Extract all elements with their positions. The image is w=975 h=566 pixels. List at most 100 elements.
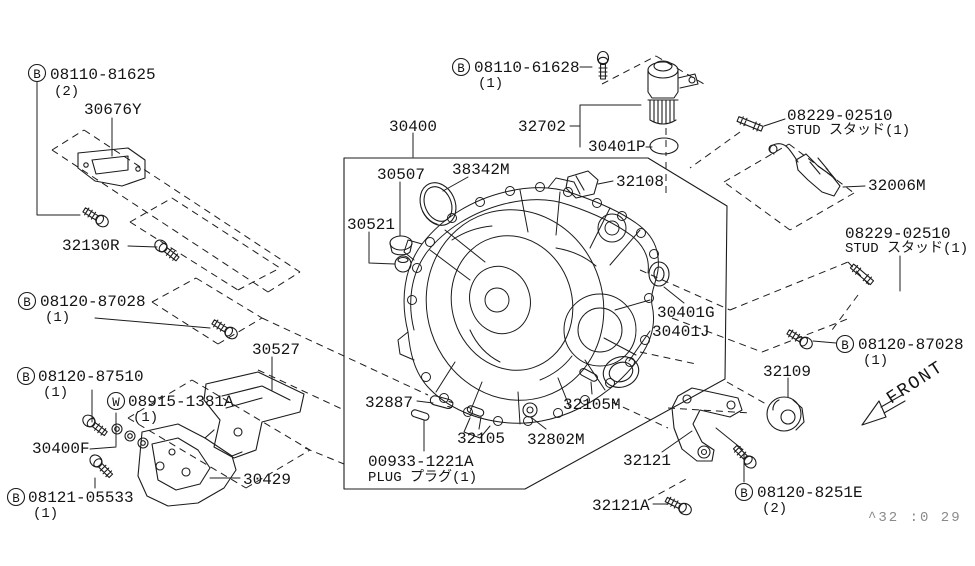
part-washer-3 [137,437,149,449]
part-32006m-sensor [768,143,841,197]
part-qty: (2) [54,84,79,100]
part-number: 32006M [868,177,926,195]
part-number: 30527 [252,341,300,359]
part-30507-cap [389,235,413,256]
part-qty: (2) [762,501,787,517]
part-bolt-08110-61628 [596,50,610,80]
part-32121-lever [671,387,743,462]
part-bolt-08120-8251e [730,442,760,472]
prefix-letter: B [23,296,31,310]
part-number: 32121A [592,497,650,515]
assembly-dashed-lines [51,55,873,501]
part-washer-2 [124,430,136,442]
part-number: 00933-1221A [368,453,474,471]
callout-32121a[interactable]: 32121A [592,497,650,515]
callout-08120-8251e[interactable]: B 08120-8251E (2) [734,482,863,518]
callout-30429[interactable]: 30429 [243,471,291,489]
part-number: 08229-02510 [787,107,893,125]
part-30401g-grommet [648,261,670,287]
callout-32105m[interactable]: 32105M [563,396,621,414]
callout-30676y[interactable]: 30676Y [84,101,142,119]
circled-prefix-icon [734,482,754,502]
part-32105-pin [466,405,485,417]
prefix-letter: B [12,492,20,506]
part-bolt-08120-87028-right [784,326,815,352]
part-number: 08120-87028 [858,336,964,354]
circled-prefix-icon [451,57,471,77]
callout-08229-02510-top[interactable]: 08229-02510 STUD スタッド(1) [787,107,910,139]
callout-32109[interactable]: 32109 [763,363,811,381]
part-stud-top [735,114,765,133]
callout-08110-81625[interactable]: B 08110-81625 (2) [27,63,156,101]
part-00933-plug [410,409,430,421]
small-parts [77,50,876,518]
part-number: 32702 [518,118,566,136]
callout-32802m[interactable]: 32802M [527,431,585,449]
prefix-letter: B [740,487,748,501]
part-desc: PLUG プラグ(1) [368,469,477,486]
leader-lines [36,66,901,505]
callout-08110-61628[interactable]: B 08110-61628 (1) [451,57,580,93]
callout-32130r[interactable]: 32130R [62,237,120,255]
part-number: 08229-02510 [845,225,951,243]
callout-32006m[interactable]: 32006M [868,177,926,195]
part-number: 38342M [452,161,510,179]
part-number: 08120-87510 [38,368,144,386]
callout-32121[interactable]: 32121 [623,452,671,470]
prefix-letter: W [112,396,120,410]
part-bolt-32121a [663,494,694,518]
callout-30527[interactable]: 30527 [252,341,300,359]
callout-32887[interactable]: 32887 [365,394,413,412]
callout-30401p[interactable]: 30401P [588,138,646,156]
callout-32108[interactable]: 32108 [616,173,664,191]
part-desc: STUD スタッド(1) [787,122,910,139]
part-32105m-pin [579,368,598,382]
drawing-code: ^32 :0 29 [868,510,962,526]
part-stud-right [848,262,876,287]
callout-08229-02510-right[interactable]: 08229-02510 STUD スタッド(1) [845,225,968,257]
callout-08120-87028-right[interactable]: B 08120-87028 (1) [835,334,964,370]
callout-30400f[interactable]: 30400F [32,440,90,458]
part-30676y-bracket [77,147,146,187]
callout-08915-1381a[interactable]: W 08915-1381A (1) [106,391,235,427]
callout-32105[interactable]: 32105 [457,430,505,448]
part-qty: (1) [478,76,503,92]
prefix-letter: B [33,68,41,82]
part-bolt-08120-87510 [79,412,110,439]
part-number: 32105 [457,430,505,448]
callout-30400[interactable]: 30400 [389,118,437,136]
callout-30401g[interactable]: 30401G [657,304,715,322]
part-number: 32802M [527,431,585,449]
prefix-letter: B [457,62,465,76]
callout-30401j[interactable]: 30401J [652,323,710,341]
part-number: 32108 [616,173,664,191]
part-qty: (1) [863,353,888,369]
circled-prefix-icon [17,291,37,311]
transaxle-case-art [397,177,659,439]
callout-08120-87028-left[interactable]: B 08120-87028 (1) [17,291,146,327]
part-30401j-ring [602,356,640,388]
case-boundary-box [343,157,728,490]
callout-30507[interactable]: 30507 [377,166,425,184]
callout-00933-1221a[interactable]: 00933-1221A PLUG プラグ(1) [368,453,477,486]
part-qty: (1) [133,410,158,426]
part-qty: (1) [43,385,68,401]
part-bolt-32130r [151,237,182,264]
part-number: 32130R [62,237,120,255]
part-number: 32887 [365,394,413,412]
part-bolt-08120-87028-left [209,316,240,342]
part-number: 08121-05533 [28,489,134,507]
callout-08121-05533[interactable]: B 08121-05533 (1) [6,487,134,523]
callout-38342m[interactable]: 38342M [452,161,510,179]
part-number: 32105M [563,396,621,414]
callout-30521[interactable]: 30521 [347,216,395,234]
part-number: 08120-87028 [40,293,146,311]
circled-prefix-icon [6,487,26,507]
part-number: 30401P [588,138,646,156]
part-number: 30400F [32,440,90,458]
part-bolt-08110-81625 [80,204,111,230]
part-38342m-seal [419,182,457,226]
callout-08120-87510[interactable]: B 08120-87510 (1) [16,366,144,402]
callout-32702[interactable]: 32702 [518,118,566,136]
